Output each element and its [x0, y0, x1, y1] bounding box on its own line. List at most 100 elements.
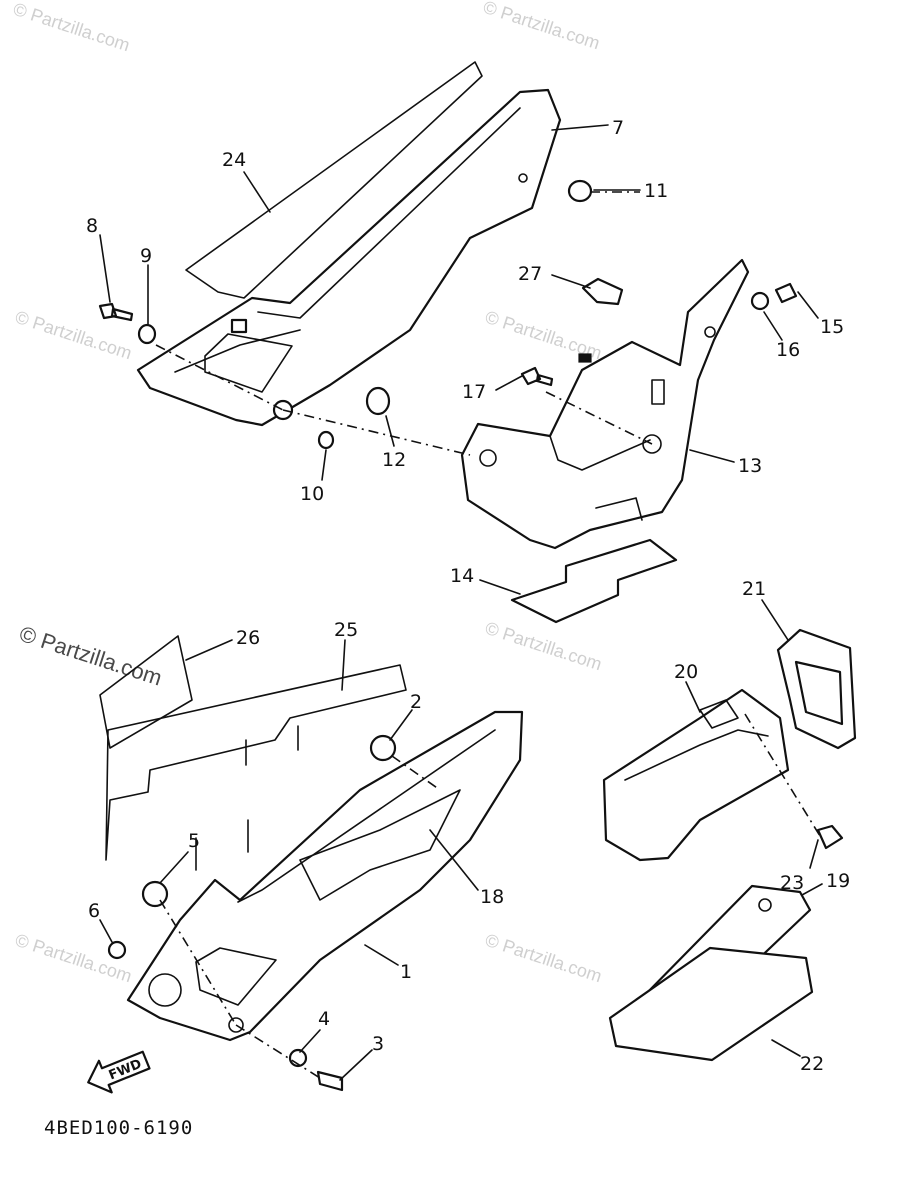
leader-15: [797, 291, 819, 319]
assembly-line: [545, 391, 653, 445]
callout-16: 16: [776, 339, 800, 361]
tool-box-20-rim: [624, 729, 769, 781]
callout-18: 18: [480, 886, 504, 908]
decal-25: [105, 664, 407, 861]
callout-9: 9: [140, 245, 152, 267]
bolt-8: [98, 302, 134, 322]
leader-25: [341, 639, 346, 691]
callout-labels: 1 2 3 4 5 6 7 8 9 10 11 12 13 14 15 16 1…: [86, 117, 850, 1075]
callout-25: 25: [334, 619, 358, 641]
callout-17: 17: [462, 381, 486, 403]
grommet-5: [141, 880, 169, 908]
leader-19: [801, 883, 823, 896]
callout-1: 1: [400, 961, 412, 983]
decals: [99, 635, 407, 871]
assembly-line: [744, 713, 821, 837]
callout-2: 2: [410, 691, 422, 713]
strap-21: [776, 628, 857, 750]
leader-5: [159, 851, 189, 884]
bracket-13: [460, 258, 750, 550]
leader-1: [364, 944, 399, 966]
leader-20: [685, 681, 701, 713]
side-cover-1-graphic: [299, 789, 461, 901]
hole: [518, 173, 528, 183]
side-cover-bottom: [107, 710, 524, 1092]
bracket-13-slot: [651, 379, 665, 405]
collar-10: [317, 430, 335, 450]
callout-14: 14: [450, 565, 474, 587]
leader-21: [761, 599, 789, 641]
callout-8: 8: [86, 215, 98, 237]
watermark: © Partzilla.com: [11, 0, 133, 55]
screw-3: [316, 1070, 344, 1092]
callout-13: 13: [738, 455, 762, 477]
plate-14: [510, 538, 678, 624]
leader-4: [299, 1029, 321, 1053]
bracket-13-tab: [578, 353, 592, 363]
fwd-arrow-icon: FWD: [87, 1050, 151, 1094]
leader-14: [479, 579, 521, 595]
damper-11: [567, 179, 593, 203]
side-cover-7-inner: [204, 333, 293, 393]
callout-10: 10: [300, 483, 324, 505]
callout-12: 12: [382, 449, 406, 471]
leader-27: [551, 274, 591, 289]
callout-23: 23: [780, 872, 804, 894]
assembly-line: [159, 899, 237, 1026]
leader-17: [495, 375, 523, 391]
leader-12: [385, 415, 395, 447]
hardware-top: [98, 179, 798, 450]
leader-18: [429, 829, 479, 891]
callout-3: 3: [372, 1033, 384, 1055]
assembly-lines: [155, 191, 821, 1079]
assembly-line: [235, 1024, 321, 1079]
leader-3: [339, 1049, 373, 1081]
diagram-code: 4BED100-6190: [44, 1117, 194, 1139]
assembly-line: [282, 409, 471, 456]
side-cover-1-hole: [148, 973, 182, 1007]
bolt-23: [816, 824, 844, 850]
side-cover-1: [126, 710, 524, 1042]
screw-17: [520, 366, 554, 387]
mat-22: [608, 946, 814, 1062]
emblem-24: [185, 61, 483, 299]
leader-6: [99, 919, 113, 943]
callout-4: 4: [318, 1008, 330, 1030]
side-cover-7: [136, 88, 562, 427]
side-cover-7-rib: [257, 107, 521, 319]
bolt-15: [774, 282, 798, 304]
callout-26: 26: [236, 627, 260, 649]
watermark-strong: © Partzilla.com: [16, 621, 165, 691]
bracket-13-hole: [642, 434, 662, 454]
collar-16: [750, 291, 770, 311]
tool-box-20: [602, 688, 790, 862]
decal-26: [99, 635, 193, 749]
callout-7: 7: [612, 117, 624, 139]
callout-15: 15: [820, 316, 844, 338]
tab: [230, 318, 248, 334]
watermark: © Partzilla.com: [483, 930, 605, 987]
grommet-12: [365, 386, 391, 416]
bracket-13-body: [460, 258, 750, 550]
tool-box-group: [602, 628, 857, 1062]
bracket-13-rib: [595, 497, 643, 521]
callout-5: 5: [188, 830, 200, 852]
leader-10: [321, 449, 327, 481]
leader-24: [243, 171, 271, 213]
watermark: © Partzilla.com: [483, 618, 605, 675]
bracket-13-hole: [479, 449, 497, 467]
leader-lines: [99, 124, 823, 1081]
leader-7: [551, 124, 609, 131]
leader-8: [99, 234, 111, 303]
clip-27: [581, 277, 624, 306]
grommet-2: [369, 734, 397, 762]
callout-11: 11: [644, 180, 668, 202]
leader-23: [809, 839, 819, 869]
watermark: © Partzilla.com: [481, 0, 603, 53]
callout-27: 27: [518, 263, 542, 285]
leader-22: [771, 1039, 801, 1057]
side-cover-7-rib: [174, 329, 301, 373]
bracket-13-hole: [704, 326, 716, 338]
callout-21: 21: [742, 578, 766, 600]
